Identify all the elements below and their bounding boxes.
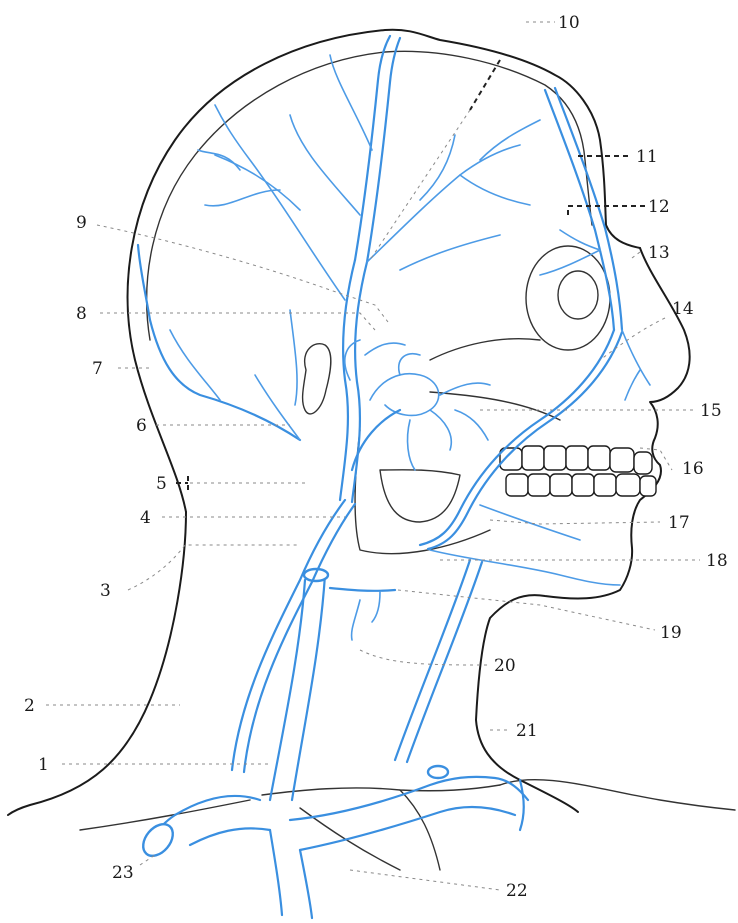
label-13: 13 <box>648 243 670 263</box>
label-23: 23 <box>112 863 134 883</box>
label-20: 20 <box>494 656 516 676</box>
label-4: 4 <box>140 508 151 528</box>
label-2: 2 <box>24 696 35 716</box>
label-17: 17 <box>668 513 690 533</box>
label-21: 21 <box>516 721 538 741</box>
label-9: 9 <box>76 213 87 233</box>
label-15: 15 <box>700 401 722 421</box>
label-22: 22 <box>506 881 528 901</box>
label-19: 19 <box>660 623 682 643</box>
label-18: 18 <box>706 551 728 571</box>
label-7: 7 <box>92 359 103 379</box>
label-3: 3 <box>100 581 111 601</box>
label-1: 1 <box>38 755 49 775</box>
label-8: 8 <box>76 304 87 324</box>
label-5: 5 <box>156 474 167 494</box>
label-16: 16 <box>682 459 704 479</box>
label-12: 12 <box>648 197 670 217</box>
label-14: 14 <box>672 299 694 319</box>
label-10: 10 <box>558 13 580 33</box>
label-11: 11 <box>636 147 658 167</box>
label-6: 6 <box>136 416 147 436</box>
teeth <box>500 446 656 496</box>
